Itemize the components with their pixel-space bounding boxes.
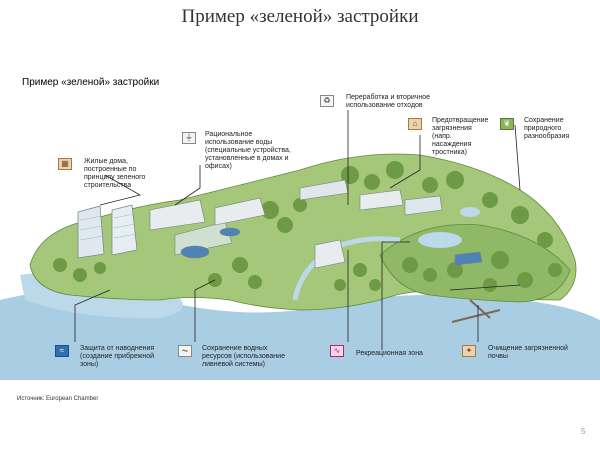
label-biodiversity: Сохранение природного разнообразия: [524, 117, 570, 140]
label-flood-protection: Защита от наводнения (создание прибрежно…: [80, 345, 155, 368]
label-soil-cleanup: Очищение загрязненной почвы: [488, 345, 568, 360]
page-number: 5: [581, 427, 586, 436]
residential-towers: [77, 204, 138, 259]
label-residential: Жилые дома, построенные по принципу зеле…: [84, 158, 146, 189]
label-recreation: Рекреационная зона: [356, 350, 423, 357]
callout-lines: [74, 110, 521, 350]
slide-title: Пример «зеленой» застройки: [181, 6, 419, 27]
recreation-icon: ∿: [330, 345, 344, 357]
pond: [418, 232, 462, 248]
pond-2: [460, 207, 480, 217]
jetty: [451, 299, 501, 323]
label-pollution-prevention: Предотвращение загрязнения (напр. насажд…: [432, 117, 489, 156]
label-water-use: Рациональное использование воды (специал…: [205, 131, 291, 170]
leaf-icon: ❦: [500, 118, 514, 130]
rainwater-icon: ⏦: [178, 345, 192, 357]
source-note: Источник: European Chamber: [17, 396, 99, 402]
soil-icon: ✦: [462, 345, 476, 357]
recycle-icon: ♻: [320, 95, 334, 107]
diagram-subtitle: Пример «зеленой» застройки: [22, 77, 160, 88]
wave-icon: ≈: [55, 345, 69, 357]
label-recycling: Переработка и вторичное использование от…: [346, 94, 431, 109]
buildings: [149, 179, 483, 269]
label-water-resources: Сохранение водных ресурсов (использовани…: [202, 345, 285, 368]
building-icon: ▦: [58, 158, 72, 170]
tree-clusters: [53, 161, 562, 292]
factory-icon: ⌂: [408, 118, 422, 130]
faucet-icon: ⏚: [182, 132, 196, 144]
